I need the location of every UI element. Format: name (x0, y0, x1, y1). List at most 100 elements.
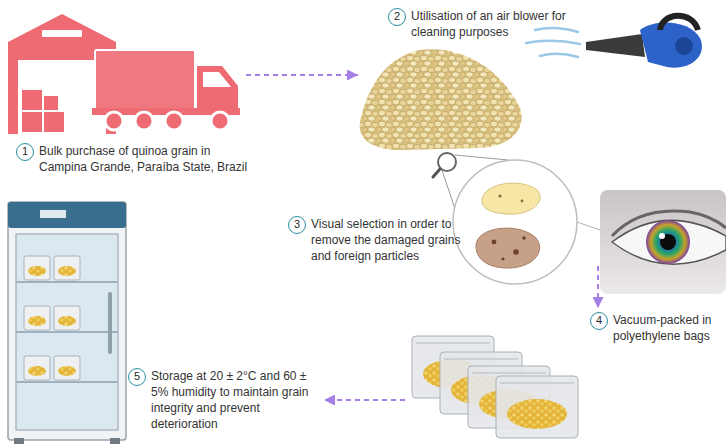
air-blower (586, 16, 702, 68)
truck-icon (92, 50, 240, 130)
damaged-grain (476, 228, 540, 268)
wheel (105, 112, 123, 130)
step-description: Bulk purchase of quinoa grain in Campina… (39, 143, 252, 175)
bag-seal (416, 342, 490, 344)
grain-pile (360, 49, 522, 150)
step-text-row: 4 Vacuum-packed in polyethylene bags (590, 312, 720, 344)
magnifier-handle (433, 169, 440, 177)
stored-bag (54, 256, 80, 280)
bag-seal (500, 382, 574, 384)
skin (600, 190, 726, 294)
zoom-line (455, 155, 508, 160)
truck-window (203, 72, 231, 87)
bag-grain (58, 266, 76, 276)
zoom-line (442, 170, 456, 212)
stored-bag (24, 256, 50, 280)
warehouse-door (18, 60, 106, 134)
cabinet-display (40, 210, 66, 218)
bag-grain (28, 316, 46, 326)
bag-grain (28, 266, 46, 276)
stored-bag (54, 306, 80, 330)
step-number: 5 (128, 368, 146, 386)
stored-bag (24, 306, 50, 330)
grain-spot (501, 257, 504, 260)
bag-grain (28, 366, 46, 376)
shelf (16, 381, 118, 383)
iris (646, 220, 690, 264)
storage-cabinet (8, 202, 126, 444)
truck-container (95, 50, 195, 110)
wheel (211, 112, 229, 130)
step-node: 3 Visual selection in order to remove the… (283, 150, 724, 266)
eye-image (600, 190, 726, 294)
cabinet-door (16, 234, 118, 430)
bag-seal (444, 358, 518, 360)
step-node: 2 Utilisation of an air blower for cleani… (358, 2, 724, 150)
shelf (16, 281, 118, 283)
cabinet-handle (108, 292, 112, 354)
vacuum-bags (412, 336, 578, 438)
step-description: Vacuum-packed in polyethylene bags (613, 312, 720, 344)
cabinet-top (8, 202, 126, 228)
bag-grain (58, 316, 76, 326)
bag-body (496, 376, 578, 438)
blower-handle (660, 16, 698, 30)
air-line (540, 54, 578, 57)
step-node: 5 Storage at 20 ± 2°C and 60 ± 5% humidit… (3, 268, 324, 444)
blower-motor (675, 37, 693, 55)
crate (22, 90, 42, 110)
warehouse-window (42, 30, 82, 37)
stored-bag (54, 356, 80, 380)
air-stream (526, 28, 580, 57)
shelf (16, 331, 118, 333)
cabinet-foot (110, 438, 120, 444)
bag (496, 376, 578, 438)
cabinet-foot (14, 438, 24, 444)
blower-nozzle (586, 34, 645, 57)
flow-arrow (597, 266, 599, 308)
grain-spot (498, 194, 501, 197)
grain-spot (521, 200, 524, 203)
wheel (165, 112, 183, 130)
good-grain (482, 183, 540, 214)
step-number: 3 (288, 216, 306, 234)
step-description: Storage at 20 ± 2°C and 60 ± 5% humidity… (151, 368, 322, 432)
wheel (135, 112, 153, 130)
grain-spot (513, 249, 519, 255)
step-number: 4 (590, 312, 608, 330)
step-text-row: 2 Utilisation of an air blower for cleani… (388, 8, 603, 40)
magnifier-zoom (433, 153, 600, 284)
stored-bag (24, 356, 50, 380)
step-text-row: 3 Visual selection in order to remove the… (288, 216, 478, 264)
flow-arrow (246, 74, 358, 76)
truck-cab (197, 66, 238, 112)
step-description: Visual selection in order to remove the … (311, 216, 478, 264)
crate (44, 96, 58, 110)
step-text-row: 1 Bulk purchase of quinoa grain in Campin… (16, 143, 252, 175)
flow-arrow (324, 399, 405, 401)
bag-grain (58, 366, 76, 376)
air-line (526, 41, 580, 44)
step-node: 4 Vacuum-packed in polyethylene bags (405, 308, 724, 444)
blower-body (640, 22, 702, 67)
bag-seal (472, 372, 546, 374)
crate (44, 112, 64, 132)
step-node: 1Bulk purchase of quinoa grain in Campin… (5, 3, 246, 200)
grain-spot (492, 240, 497, 245)
step-number: 1 (16, 143, 34, 161)
step-text-row: 5 Storage at 20 ± 2°C and 60 ± 5% humidit… (128, 368, 322, 432)
crate (22, 112, 42, 132)
grain-spot (522, 236, 526, 240)
step-number: 2 (388, 8, 406, 26)
eye-highlight (659, 233, 665, 239)
step-description: Utilisation of an air blower for cleanin… (411, 8, 603, 40)
cabinet-body (8, 202, 126, 440)
pupil (660, 234, 676, 250)
zoom-circle (453, 160, 577, 284)
air-line (535, 28, 578, 32)
eye-white (612, 220, 726, 264)
bag-grain (507, 399, 567, 429)
